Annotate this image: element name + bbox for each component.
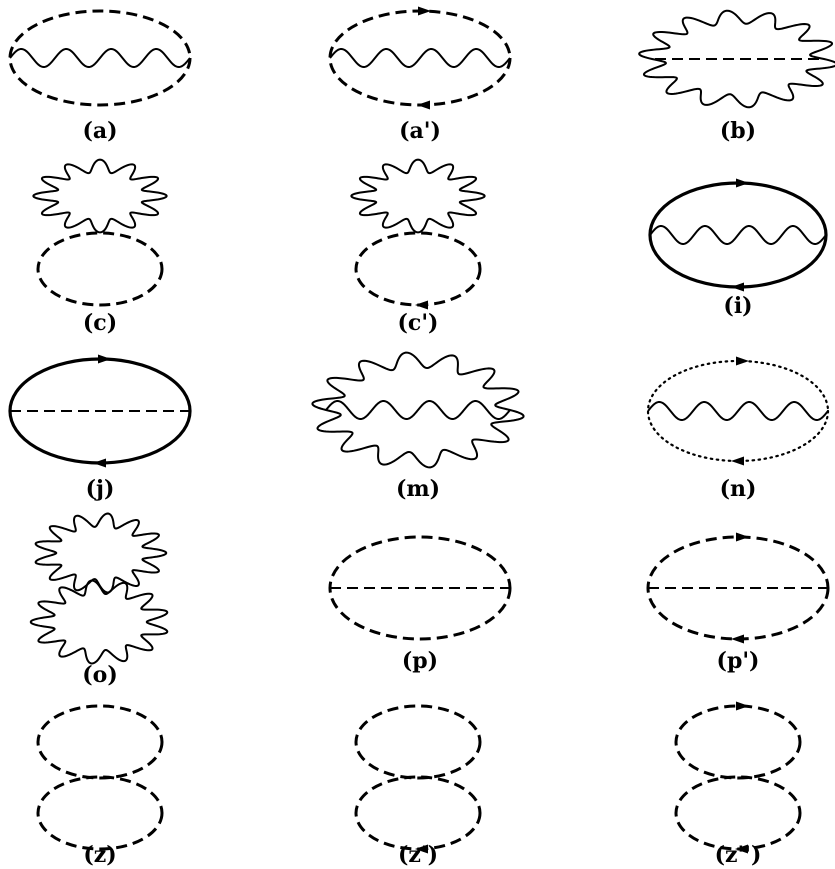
dashed-loop-bottom	[354, 231, 482, 307]
arrow-bottom	[417, 100, 430, 110]
label-z-prime: (z')	[398, 842, 438, 868]
diagram-a-prime	[328, 6, 512, 110]
diagram-b	[638, 9, 835, 109]
arrow-bottom	[415, 300, 428, 310]
arrow-top	[418, 6, 431, 16]
label-z-double-prime: (z'')	[715, 842, 762, 868]
label-z: (z)	[83, 842, 116, 868]
arrow-top	[98, 354, 111, 364]
wavy-propagator	[325, 399, 511, 421]
label-c: (c)	[83, 310, 117, 336]
diagram-z	[36, 704, 164, 851]
dashed-loop-bottom	[36, 775, 164, 851]
arrow-bottom	[731, 634, 744, 644]
label-p: (p)	[402, 648, 438, 674]
label-b: (b)	[720, 118, 756, 144]
dashed-loop-bottom	[36, 231, 164, 307]
arrow-bottom	[735, 844, 748, 854]
diagram-c	[32, 158, 168, 307]
arrow-bottom	[415, 844, 428, 854]
diagram-z-double-prime	[674, 701, 802, 854]
arrow-top	[736, 356, 749, 366]
dashed-loop-bottom	[674, 775, 802, 851]
diagram-p	[328, 535, 512, 641]
label-p-prime: (p')	[717, 648, 760, 674]
dashed-loop-bottom	[354, 775, 482, 851]
label-c-prime: (c')	[398, 310, 439, 336]
label-n: (n)	[720, 476, 757, 502]
wavy-propagator	[9, 47, 191, 69]
label-j: (j)	[86, 476, 115, 502]
diagram-i	[648, 178, 828, 292]
arrow-top	[736, 178, 749, 188]
arrow-top	[736, 532, 749, 542]
dashed-loop-top	[674, 704, 802, 780]
diagram-m	[311, 351, 525, 469]
diagram-o	[29, 512, 169, 665]
wavy-loop-bottom	[29, 579, 169, 665]
label-a-prime: (a')	[399, 118, 441, 144]
diagram-p-prime	[646, 532, 830, 644]
wavy-propagator	[329, 47, 511, 69]
diagram-j	[8, 354, 192, 468]
wavy-loop-top	[32, 158, 168, 234]
dashed-loop-top	[354, 704, 482, 780]
wavy-propagator	[649, 224, 827, 246]
arrow-bottom	[731, 456, 744, 466]
wavy-loop	[638, 9, 835, 109]
label-m: (m)	[396, 476, 440, 502]
label-o: (o)	[82, 662, 118, 688]
label-i: (i)	[723, 293, 752, 319]
arrow-bottom	[93, 458, 106, 468]
arrow-top	[736, 701, 749, 711]
wavy-loop-top	[34, 512, 168, 594]
diagram-z-prime	[354, 704, 482, 854]
label-a: (a)	[82, 118, 117, 144]
diagram-c-prime	[350, 158, 486, 310]
wavy-loop-top	[350, 158, 486, 234]
wavy-propagator	[647, 400, 829, 422]
diagram-a	[8, 9, 192, 107]
diagram-n	[646, 356, 830, 466]
dashed-loop-top	[36, 704, 164, 780]
arrow-bottom	[731, 282, 744, 292]
